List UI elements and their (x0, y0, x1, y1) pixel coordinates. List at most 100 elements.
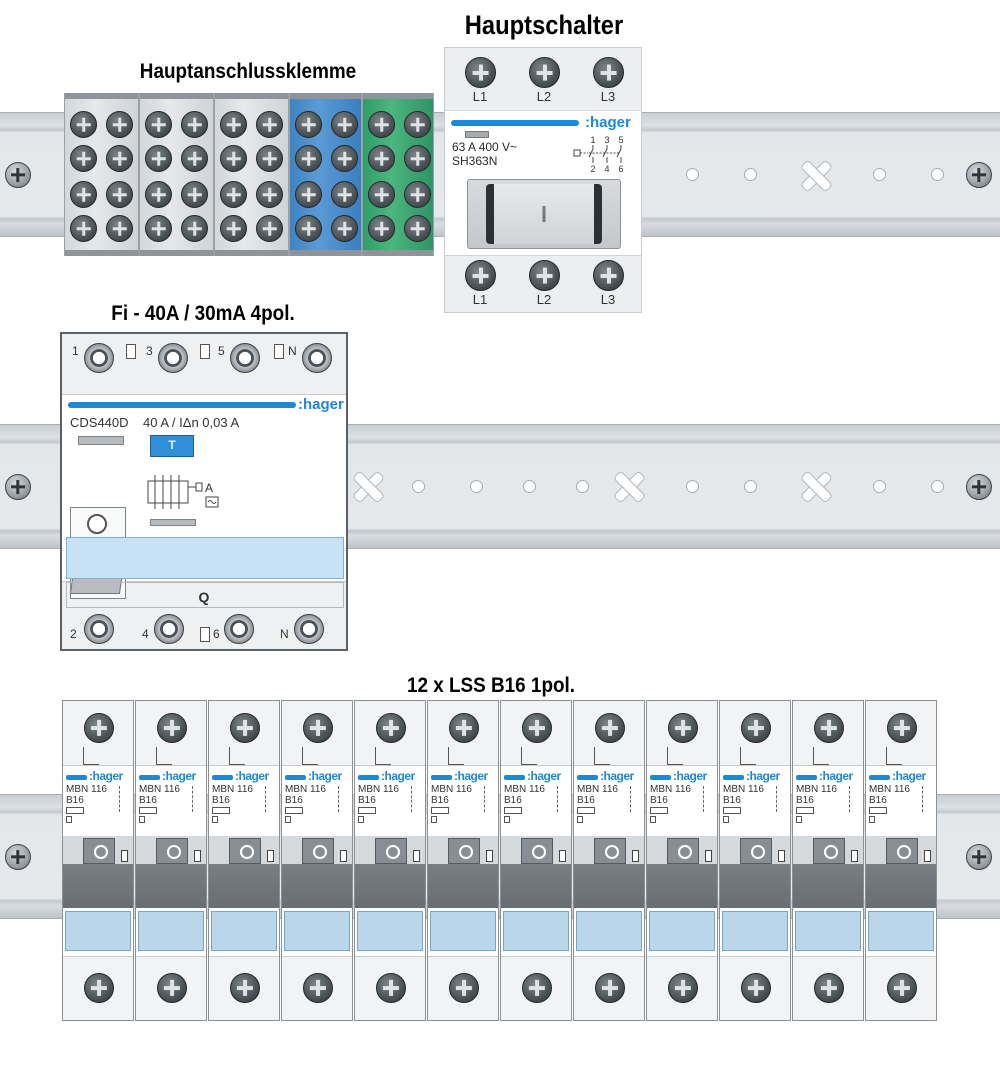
spec-box (212, 807, 230, 814)
terminal-label-l3: L3 (600, 89, 616, 104)
mcb-toggle-lever[interactable] (574, 864, 644, 908)
mcb-toggle-lever[interactable] (720, 864, 790, 908)
terminal-screw-icon (220, 215, 247, 242)
brand-logo: :hager (585, 114, 631, 131)
mcb-bottom-terminal (136, 956, 206, 1020)
brand-stripe (285, 775, 306, 780)
rcd-bottom-frame (66, 582, 344, 608)
terminal-screw-icon (158, 343, 188, 373)
rail-slot (931, 480, 944, 493)
terminal-screw-icon (465, 57, 496, 88)
mcb-model: MBN 116 (650, 784, 691, 795)
mcb-model: MBN 116 (723, 784, 764, 795)
mcb-symbol-icon (557, 786, 567, 812)
brand-logo: :hager (454, 769, 488, 783)
mcb-label-window (357, 911, 423, 951)
terminal-screw-icon (70, 181, 97, 208)
brand-stripe (66, 775, 87, 780)
terminal-screw-icon (84, 614, 114, 644)
terminal-screw-icon (368, 145, 395, 172)
mcb-toggle-lever[interactable] (428, 864, 498, 908)
main-switch-handle[interactable] (467, 179, 621, 249)
mcb-symbol-icon (411, 786, 421, 812)
mcb-status-indicator (521, 838, 553, 864)
terminal-screw-icon (303, 973, 333, 1003)
main-switch[interactable]: L1 L2 L3 :hager 63 A 400 V~ SH363N 1 3 5… (444, 47, 642, 313)
mcb-toggle-lever[interactable] (793, 864, 863, 908)
mcb-model: MBN 116 (796, 784, 837, 795)
brand-logo: :hager (746, 769, 780, 783)
mcb-toggle-lever[interactable] (647, 864, 717, 908)
terminal-screw-icon (256, 145, 283, 172)
spec-box (285, 807, 303, 814)
mcb-bottom-terminal (574, 956, 644, 1020)
main-switch-top-terminals: L1 L2 L3 (445, 48, 641, 108)
mcb-model: MBN 116 (504, 784, 545, 795)
rail-slot (873, 168, 886, 181)
terminal-label-l3: L3 (600, 292, 616, 307)
terminal-screw-icon (84, 713, 114, 743)
mcb-label-window (795, 911, 861, 951)
mcb-status-indicator (594, 838, 626, 864)
mcb-bottom-terminal (647, 956, 717, 1020)
rcd-title: Fi - 40A / 30mA 4pol. (111, 302, 295, 325)
rail-screw-icon (5, 844, 31, 870)
rcd-terminal-label: N (280, 627, 289, 641)
terminal-screw-icon (376, 713, 406, 743)
mcb-status-indicator (83, 838, 115, 864)
mcb-top-terminal (647, 701, 717, 765)
brand-logo: :hager (162, 769, 196, 783)
wire-line (594, 747, 610, 765)
rail-cross-slot (613, 471, 643, 501)
terminal-screw-icon (230, 343, 260, 373)
terminal-screw-icon (145, 145, 172, 172)
terminal-screw-icon (449, 973, 479, 1003)
brand-stripe (451, 120, 579, 126)
rail-slot (686, 168, 699, 181)
mcb-status-indicator (667, 838, 699, 864)
mcb-symbol-icon (703, 786, 713, 812)
mcb-toggle-lever[interactable] (63, 864, 133, 908)
mcb-toggle-lever[interactable] (866, 864, 936, 908)
mcb-symbol-icon (922, 786, 932, 812)
terminal-screw-icon (181, 111, 208, 138)
main-switch-model: SH363N (452, 154, 498, 168)
test-button[interactable]: T (150, 435, 194, 457)
switch-schematic-icon: 1 3 5 2 4 6 (573, 135, 624, 173)
mcb-title: 12 x LSS B16 1pol. (406, 674, 576, 697)
mcb-toggle-lever[interactable] (282, 864, 352, 908)
schematic-pin: 6 (618, 164, 623, 173)
terminal-screw-icon (256, 215, 283, 242)
rcd-terminal-label: 2 (70, 627, 77, 641)
mcb-status-indicator (886, 838, 918, 864)
terminal-slot (413, 850, 420, 862)
mcb-rating: B16 (66, 795, 84, 806)
mcb-model: MBN 116 (431, 784, 472, 795)
label-slot (78, 436, 124, 445)
mcb-toggle-lever[interactable] (209, 864, 279, 908)
mcb-label-window (503, 911, 569, 951)
rail-screw-icon (966, 844, 992, 870)
wire-line (813, 747, 829, 765)
rcd-schematic-icon: A (147, 475, 219, 509)
mcb-toggle-lever[interactable] (355, 864, 425, 908)
rail-screw-icon (5, 162, 31, 188)
mcb-toggle-lever[interactable] (136, 864, 206, 908)
terminal-slot (851, 850, 858, 862)
mcb-top-terminal (574, 701, 644, 765)
mcb-toggle-lever[interactable] (501, 864, 571, 908)
brand-stripe (68, 402, 296, 408)
spec-box (504, 816, 510, 823)
